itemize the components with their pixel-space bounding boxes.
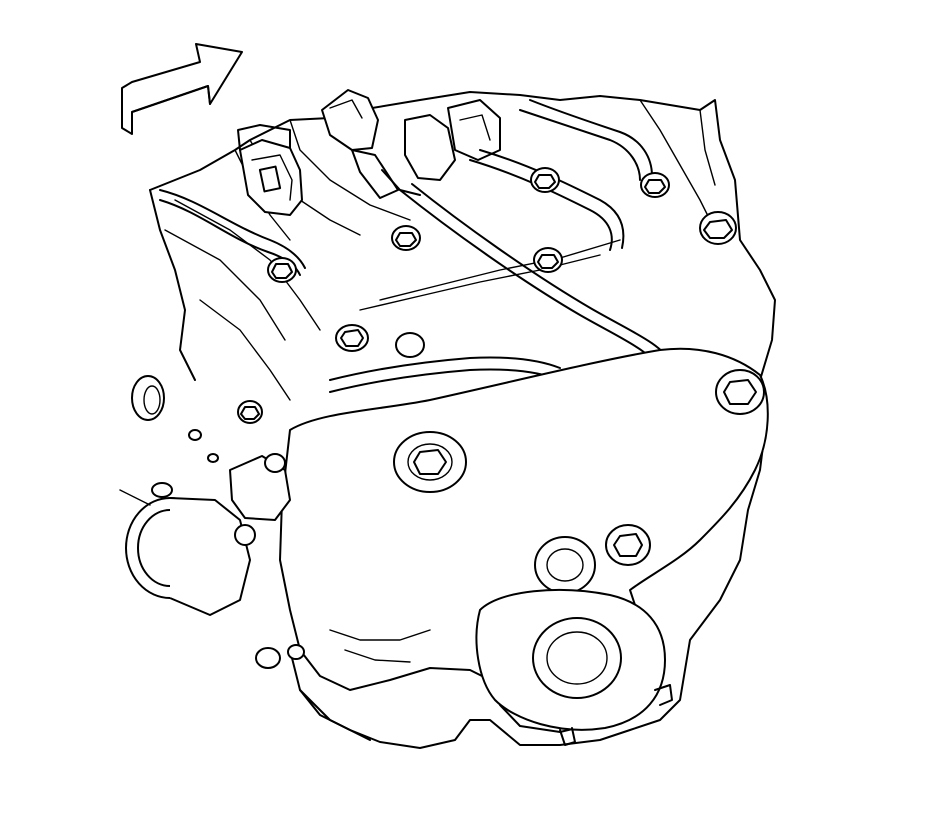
direction-arrow-icon (121, 43, 243, 135)
lower-mounts (299, 629, 673, 746)
exhaust-outlet-flange (475, 589, 666, 731)
ignition-coil-left (237, 124, 303, 216)
ignition-coil-right (404, 99, 501, 181)
ignition-coil-center (321, 89, 421, 199)
throttle-body (119, 453, 291, 616)
engine-ports (131, 375, 305, 669)
engine-bolts (237, 167, 737, 424)
exhaust-manifold (279, 347, 769, 733)
